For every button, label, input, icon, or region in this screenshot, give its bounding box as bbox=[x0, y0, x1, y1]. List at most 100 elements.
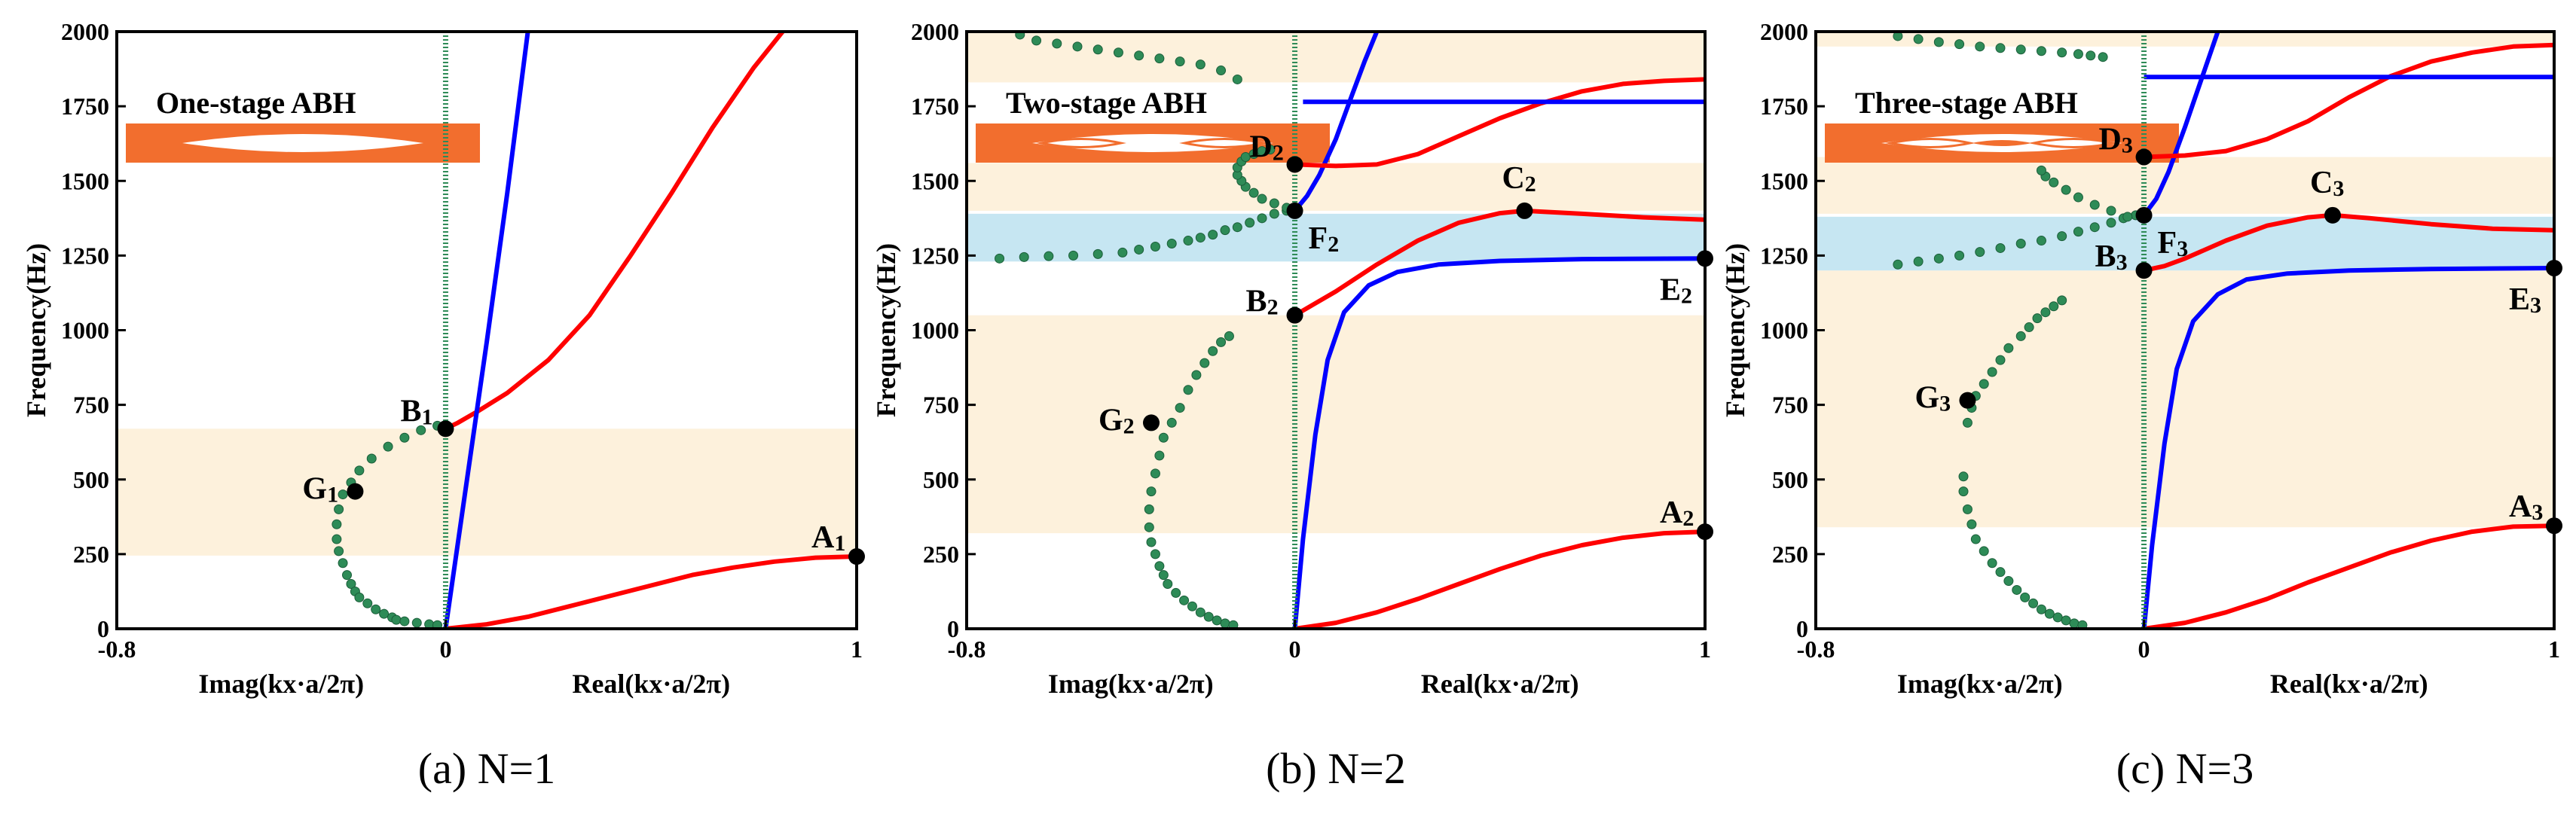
abh-stage bbox=[1190, 140, 1258, 146]
x-tick-label: 1 bbox=[1699, 636, 1711, 663]
imag-dot bbox=[1175, 403, 1185, 413]
longitudinal-branch bbox=[2141, 266, 2554, 629]
point-C bbox=[2324, 206, 2341, 224]
band-beige bbox=[967, 315, 1705, 534]
imag-dot bbox=[1975, 41, 1985, 52]
imag-dot bbox=[2073, 192, 2083, 203]
panel-caption: (c) N=3 bbox=[2116, 744, 2254, 793]
y-tick-label: 2000 bbox=[1760, 18, 1808, 45]
x-axis-label-real: Real(kx·a/2π) bbox=[572, 669, 730, 699]
x-tick-label: 0 bbox=[439, 636, 451, 663]
imag-dot bbox=[2036, 165, 2046, 175]
imag-dot bbox=[1212, 615, 1222, 626]
imag-dot bbox=[332, 534, 342, 544]
imag-dot bbox=[2036, 46, 2046, 56]
imag-dot bbox=[1269, 198, 1279, 209]
y-tick-label: 0 bbox=[1796, 615, 1808, 642]
y-tick-label: 250 bbox=[1772, 541, 1808, 568]
imag-dot bbox=[2098, 52, 2108, 62]
point-label-D: D2 bbox=[1250, 130, 1284, 165]
imag-dot bbox=[1150, 468, 1160, 479]
imag-dot bbox=[332, 519, 342, 529]
imag-dot bbox=[1913, 256, 1924, 267]
imag-dot bbox=[334, 504, 344, 514]
point-label-D: D3 bbox=[2099, 123, 2133, 158]
y-tick-label: 1750 bbox=[61, 93, 109, 120]
x-tick-label: -0.8 bbox=[98, 636, 136, 663]
y-tick-label: 1750 bbox=[911, 93, 959, 120]
y-tick-label: 750 bbox=[73, 392, 109, 419]
point-G bbox=[1143, 414, 1160, 431]
imag-dot bbox=[2036, 236, 2046, 246]
imag-dot bbox=[1962, 504, 1972, 514]
flexural-branch bbox=[2143, 212, 2554, 273]
y-tick-label: 500 bbox=[73, 466, 109, 493]
imag-dot bbox=[354, 592, 365, 602]
imag-dot bbox=[2073, 49, 2083, 59]
imag-dot bbox=[2015, 331, 2026, 341]
imag-dot bbox=[1019, 252, 1029, 262]
flexural-branch bbox=[1294, 208, 1705, 318]
imag-dot bbox=[1158, 432, 1169, 443]
y-tick-label: 0 bbox=[947, 615, 959, 642]
x-axis-label-real: Real(kx·a/2π) bbox=[2270, 669, 2428, 699]
inset-title: One-stage ABH bbox=[156, 86, 356, 120]
y-axis-label: Frequency(Hz) bbox=[21, 243, 51, 417]
imag-dot bbox=[1995, 567, 2006, 578]
imag-dot bbox=[1257, 194, 1267, 204]
imag-dot bbox=[2024, 322, 2034, 333]
imag-dot bbox=[411, 617, 422, 628]
longitudinal-branch bbox=[2142, 32, 2220, 217]
x-axis-label-imag: Imag(kx·a/2π) bbox=[198, 669, 364, 699]
point-B bbox=[1286, 306, 1303, 324]
imag-dot bbox=[1175, 56, 1185, 67]
point-label-A: A3 bbox=[2509, 489, 2543, 525]
longitudinal-branch bbox=[1293, 32, 1380, 212]
imag-dot bbox=[2061, 184, 2071, 195]
point-D bbox=[1286, 156, 1303, 173]
flexural-branch bbox=[1294, 77, 1705, 169]
point-B bbox=[437, 420, 454, 437]
imag-dot bbox=[1248, 187, 1259, 198]
imag-dot bbox=[2089, 222, 2100, 233]
band-beige bbox=[1816, 157, 2554, 214]
imag-dot bbox=[379, 608, 390, 619]
imag-dot bbox=[1913, 34, 1924, 44]
y-tick-label: 2000 bbox=[61, 18, 109, 45]
band-blue bbox=[967, 213, 1705, 262]
imag-dot bbox=[1179, 595, 1190, 605]
point-label-G: G3 bbox=[1914, 381, 1951, 416]
panel-1: One-stage ABH025050075010001250150017502… bbox=[21, 18, 865, 793]
imag-dot bbox=[1954, 39, 1965, 50]
imag-dot bbox=[1195, 233, 1205, 243]
imag-dot bbox=[432, 620, 443, 629]
imag-dot bbox=[346, 579, 356, 590]
y-tick-label: 1000 bbox=[1760, 317, 1808, 344]
imag-dot bbox=[1015, 32, 1025, 40]
x-tick-label: 1 bbox=[851, 636, 863, 663]
point-A bbox=[2546, 517, 2562, 535]
imag-dot bbox=[1232, 222, 1242, 233]
imag-dot bbox=[1893, 32, 1903, 41]
y-tick-label: 1750 bbox=[1760, 93, 1808, 120]
imag-dot bbox=[362, 598, 373, 608]
imag-dot bbox=[1092, 248, 1103, 259]
imag-dot bbox=[1052, 38, 1062, 49]
imag-dot bbox=[1199, 358, 1210, 368]
imag-dot bbox=[2069, 618, 2079, 629]
x-tick-label: 1 bbox=[2548, 636, 2560, 663]
y-tick-label: 500 bbox=[1772, 466, 1808, 493]
point-label-G: G2 bbox=[1099, 403, 1135, 438]
flexural-branch bbox=[2144, 42, 2554, 160]
y-tick-label: 1500 bbox=[911, 167, 959, 194]
imag-dot bbox=[2073, 227, 2083, 237]
imag-dot bbox=[1183, 236, 1193, 246]
x-tick-label: -0.8 bbox=[948, 636, 986, 663]
x-tick-label: 0 bbox=[1289, 636, 1301, 663]
point-G bbox=[1959, 392, 1976, 409]
imag-dot bbox=[1154, 53, 1165, 64]
point-label-B: B2 bbox=[1246, 285, 1279, 320]
abh-stage bbox=[2040, 140, 2107, 146]
y-tick-label: 1250 bbox=[911, 242, 959, 269]
imag-dot bbox=[2049, 177, 2059, 187]
